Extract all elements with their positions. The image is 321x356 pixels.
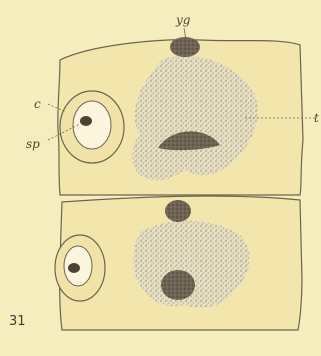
upper-section <box>58 37 303 195</box>
label-sp: sp <box>26 137 40 151</box>
upper-nucleus <box>80 116 92 126</box>
lower-top-knob <box>165 200 191 222</box>
label-c: c <box>34 97 41 111</box>
label-right-edge: t <box>314 111 319 125</box>
figure-number: 31 <box>9 314 26 329</box>
lower-dark-mass <box>161 270 195 300</box>
label-yg: yg <box>175 13 191 27</box>
lower-nucleus <box>68 263 80 273</box>
upper-top-knob <box>170 37 200 57</box>
upper-inner-ring <box>73 101 111 149</box>
lower-section <box>55 196 302 330</box>
